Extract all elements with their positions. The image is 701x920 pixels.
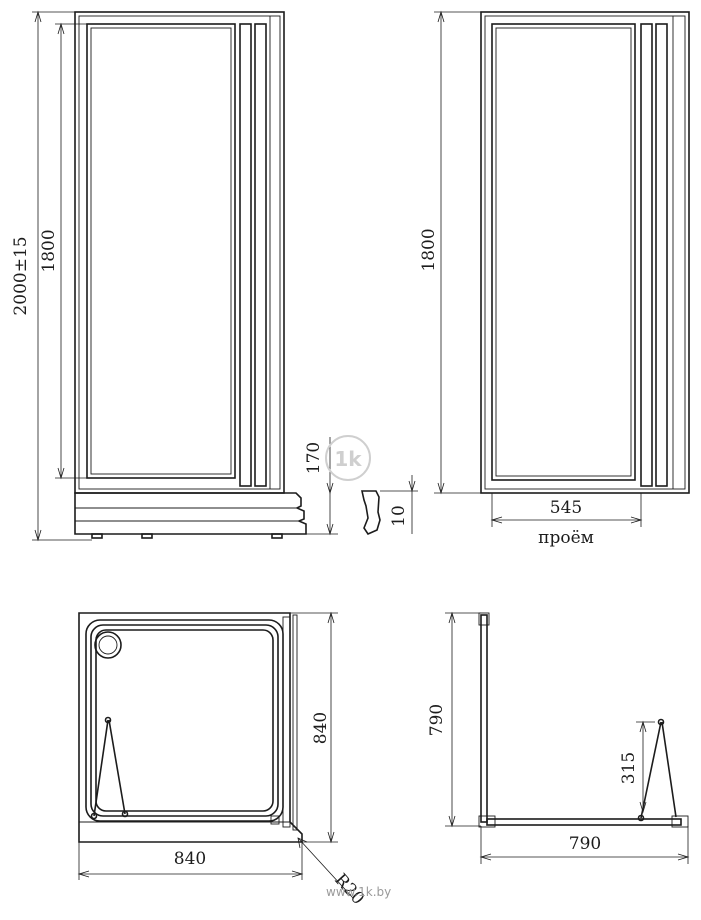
front-elevation <box>74 11 307 539</box>
front-foot-1 <box>91 533 103 539</box>
side-glass-panel <box>491 23 636 481</box>
watermark: 1k <box>325 435 371 481</box>
plan-side-profile-outer <box>292 614 298 831</box>
side-frame-inner <box>484 15 686 490</box>
front-foot-2 <box>141 533 153 539</box>
dim-plan-width: 840 <box>174 849 206 869</box>
side-elevation <box>480 11 690 494</box>
side-door-profile-2 <box>655 23 668 487</box>
dim-side-plan-depth: 790 <box>427 704 447 736</box>
side-plan-strut-2 <box>661 721 677 818</box>
front-door-profile-1 <box>239 23 252 487</box>
side-plan-front-profile <box>486 818 682 826</box>
tray-profile-section <box>361 490 381 536</box>
front-dimensions: 2000±15 1800 170 <box>11 10 338 542</box>
dim-side-panel-height: 1800 <box>419 228 439 271</box>
dim-front-panel-height: 1800 <box>39 229 59 272</box>
front-frame-inner <box>78 15 281 490</box>
front-door-profile-2 <box>254 23 267 487</box>
front-foot-3 <box>271 533 283 539</box>
plan-tray-basin <box>95 629 274 812</box>
dim-tray-height: 170 <box>304 442 324 474</box>
plan-tray-rim-inner <box>90 624 279 817</box>
front-tray <box>74 492 307 535</box>
plan-view <box>78 612 303 843</box>
front-glass-inner <box>90 27 232 475</box>
side-door-profile-1 <box>640 23 653 487</box>
side-plan-wall-profile <box>480 614 488 823</box>
side-plan-strut-1 <box>640 721 662 819</box>
plan-dimensions: 840 840 R20 <box>77 611 368 909</box>
side-plan-view <box>478 612 689 828</box>
side-glass-inner <box>495 27 632 477</box>
side-dimensions: 1800 545 проём <box>419 10 643 548</box>
front-frame-outer <box>74 11 285 494</box>
plan-strut-2 <box>108 719 126 815</box>
front-glass-panel <box>86 23 236 479</box>
watermark-logo-text: 1k <box>334 447 362 471</box>
dim-front-total-height: 2000±15 <box>11 236 31 315</box>
dim-plan-depth: 840 <box>311 712 331 744</box>
plan-drain-icon <box>94 631 122 659</box>
tray-profile-detail: 10 <box>361 475 418 536</box>
side-frame-outer <box>480 11 690 494</box>
dim-side-plan-width: 790 <box>569 834 601 854</box>
plan-tray-outer <box>78 612 303 843</box>
dim-opening-width: 545 <box>550 498 582 518</box>
side-plan-dimensions: 790 790 315 <box>427 611 690 864</box>
watermark-logo-icon <box>325 435 371 481</box>
dim-strut-length: 315 <box>619 752 639 784</box>
plan-side-profile <box>282 616 291 828</box>
dim-opening-label: проём <box>538 528 594 548</box>
watermark-site: www.1k.by <box>326 885 391 899</box>
dim-profile-gap: 10 <box>389 505 409 527</box>
plan-strut-1 <box>93 719 109 817</box>
